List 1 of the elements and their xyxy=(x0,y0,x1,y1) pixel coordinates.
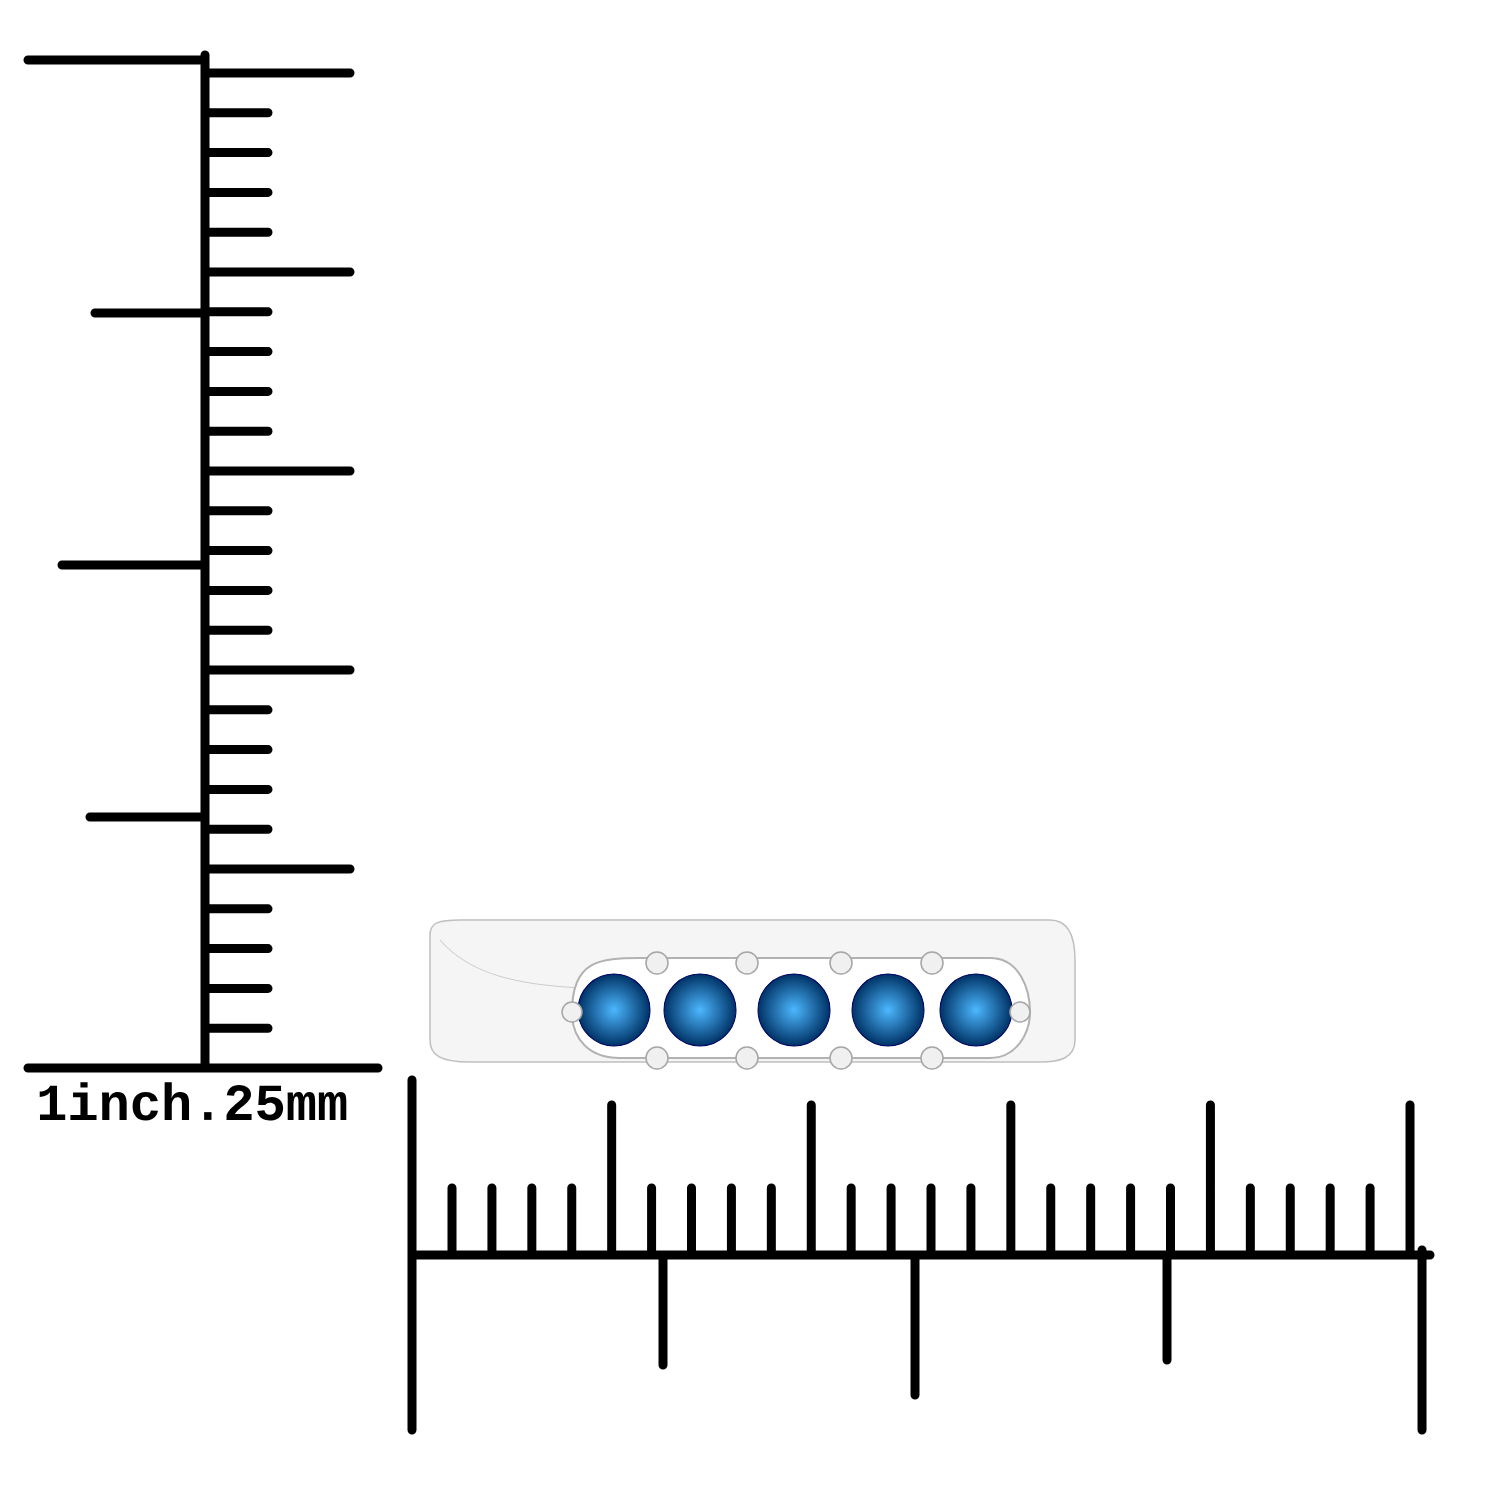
dimension-label: 1inch.25mm xyxy=(39,1082,347,1121)
